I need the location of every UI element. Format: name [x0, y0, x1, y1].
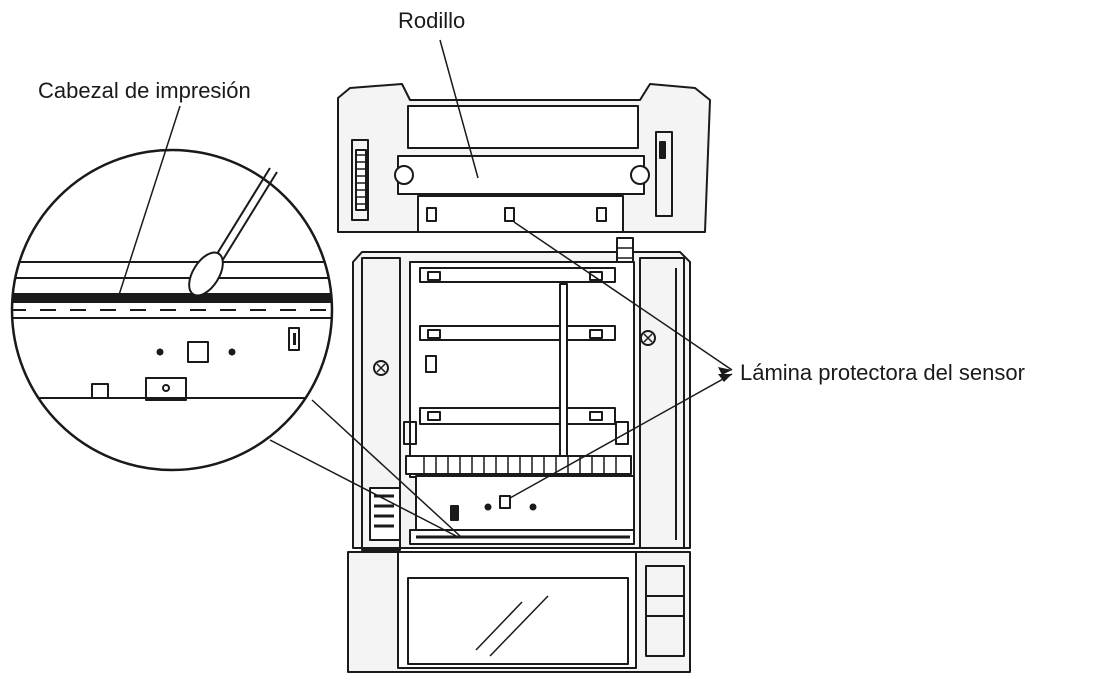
roller-label: Rodillo: [398, 8, 466, 33]
roller: [394, 155, 650, 233]
paper-exit-cover: [347, 551, 691, 673]
cover-gear: [355, 149, 367, 211]
roller-leader: [439, 39, 479, 179]
paper-compartment: [403, 261, 635, 478]
print-head-area: [369, 475, 635, 545]
zoom-leader: [269, 399, 461, 539]
cleaning-swab: [188, 167, 278, 297]
print-head-zoom-callout: [10, 148, 334, 472]
print-head-label: Cabezal de impresión: [38, 78, 251, 103]
sensor-protector-leaders: [509, 221, 733, 499]
sensor-protector-label: Lámina protectora del sensor: [740, 360, 1025, 385]
print-head-leader: [117, 105, 181, 299]
